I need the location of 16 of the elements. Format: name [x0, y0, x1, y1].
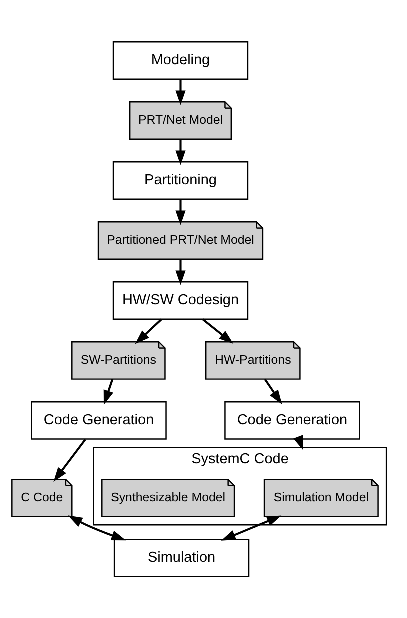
arrow: [294, 434, 304, 450]
arrow: [176, 78, 186, 105]
arrow: [176, 138, 186, 165]
arrow: [221, 515, 282, 540]
node-box: Partitioning: [112, 161, 249, 200]
node-box: HW/SW Codesign: [112, 280, 249, 320]
node-box: Simulation: [114, 538, 250, 577]
node-box: Modeling: [112, 41, 249, 80]
arrow: [176, 198, 186, 225]
arrow: [135, 318, 162, 344]
arrow: [104, 378, 114, 405]
arrow: [264, 378, 282, 404]
arrow: [176, 258, 186, 285]
node-box: Code Generation: [31, 400, 167, 440]
arrow: [68, 515, 126, 540]
arrow: [202, 318, 234, 344]
